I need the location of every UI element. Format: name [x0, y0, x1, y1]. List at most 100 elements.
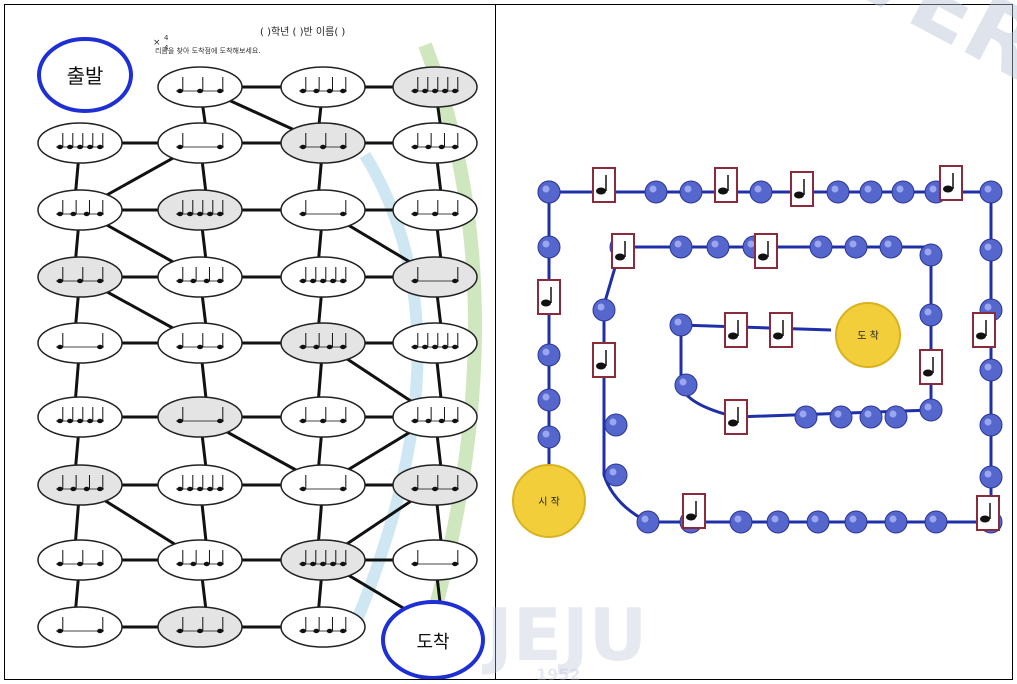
rhythm-node	[392, 539, 478, 581]
board-node	[979, 238, 1003, 262]
note-head	[207, 211, 213, 217]
note-box	[724, 399, 748, 435]
board-node	[919, 398, 943, 422]
note-head	[97, 278, 103, 284]
rhythm-node-ellipse	[157, 539, 243, 581]
board-node-highlight	[597, 303, 605, 311]
note-head	[300, 561, 306, 567]
board-node-highlight	[984, 363, 992, 371]
note-head	[177, 486, 183, 492]
board-node	[537, 235, 561, 259]
note-head	[83, 211, 90, 217]
note-head	[340, 88, 346, 94]
note-box-glyph	[923, 369, 933, 377]
note-head	[310, 561, 316, 567]
board-node-highlight	[609, 468, 617, 476]
note-head	[177, 88, 183, 94]
board-node-highlight	[984, 303, 992, 311]
board-node	[537, 180, 561, 204]
note-head	[442, 88, 448, 94]
watermark-arc-blue	[349, 151, 424, 628]
note-box	[592, 167, 616, 203]
note-box-glyph	[976, 332, 986, 340]
note-head	[340, 561, 346, 567]
note-head	[340, 144, 346, 150]
note-box-glyph	[728, 419, 738, 427]
note-head	[77, 418, 83, 424]
rhythm-node	[37, 189, 123, 231]
note-head	[412, 211, 418, 217]
note-head	[217, 344, 223, 350]
board-node	[884, 510, 908, 534]
board-node-highlight	[542, 430, 550, 438]
rhythm-node	[280, 464, 366, 506]
note-head	[412, 144, 418, 150]
note-head	[326, 344, 333, 350]
note-head	[197, 211, 203, 217]
rhythm-node-ellipse	[280, 396, 366, 438]
rhythm-node	[280, 256, 366, 298]
note-head	[452, 486, 458, 492]
board-node-highlight	[684, 185, 692, 193]
board-node-highlight	[811, 515, 819, 523]
rhythm-node-ellipse	[157, 606, 243, 648]
note-head	[422, 88, 428, 94]
rhythm-node-ellipse	[392, 322, 478, 364]
note-head	[412, 278, 418, 284]
note-head	[425, 418, 432, 424]
note-head	[432, 211, 438, 217]
board-node-highlight	[641, 515, 649, 523]
rhythm-node-ellipse	[392, 396, 478, 438]
rhythm-node-ellipse	[392, 122, 478, 164]
board-node-highlight	[542, 348, 550, 356]
note-head	[177, 628, 183, 634]
note-box	[714, 167, 738, 203]
rhythm-node-ellipse	[37, 322, 123, 364]
board-node-highlight	[984, 243, 992, 251]
rhythm-node-ellipse	[37, 256, 123, 298]
board-node-highlight	[864, 410, 872, 418]
time-signature-top: 4	[164, 34, 169, 42]
rhythm-node-ellipse	[280, 256, 366, 298]
rhythm-node	[157, 189, 243, 231]
board-node	[891, 180, 915, 204]
board-node	[924, 510, 948, 534]
maze-board: 출발 도착 × 4 4	[37, 34, 485, 679]
note-head	[197, 88, 203, 94]
rhythm-node-ellipse	[157, 256, 243, 298]
note-box-glyph	[615, 253, 625, 261]
board-note-boxes	[537, 165, 1000, 531]
rhythm-node-ellipse	[157, 322, 243, 364]
note-head	[330, 561, 336, 567]
finish-label: 도착	[416, 632, 449, 653]
note-head	[452, 418, 458, 424]
rhythm-node-ellipse	[392, 464, 478, 506]
note-box-glyph	[980, 515, 990, 523]
board-node	[604, 463, 628, 487]
note-head	[452, 144, 458, 150]
note-head	[313, 344, 320, 350]
note-head	[67, 144, 73, 150]
board-node-highlight	[771, 515, 779, 523]
note-head	[207, 486, 213, 492]
rhythm-node	[157, 539, 243, 581]
note-head	[217, 211, 223, 217]
note-head	[187, 486, 193, 492]
note-head	[97, 418, 103, 424]
note-head	[83, 486, 90, 492]
finish-coin	[835, 302, 901, 368]
rhythm-node	[37, 256, 123, 298]
watermark-logo-text: JEJU	[486, 593, 648, 677]
note-head	[177, 561, 183, 567]
board-node	[879, 235, 903, 259]
board-node	[809, 235, 833, 259]
note-head	[452, 211, 458, 217]
rhythm-node	[157, 322, 243, 364]
board-node-highlight	[747, 240, 755, 248]
note-box	[754, 233, 778, 269]
board-node	[919, 243, 943, 267]
time-signature-mark: ×	[153, 38, 161, 48]
rhythm-node-ellipse	[157, 66, 243, 108]
note-head	[203, 561, 210, 567]
note-box	[972, 312, 996, 348]
